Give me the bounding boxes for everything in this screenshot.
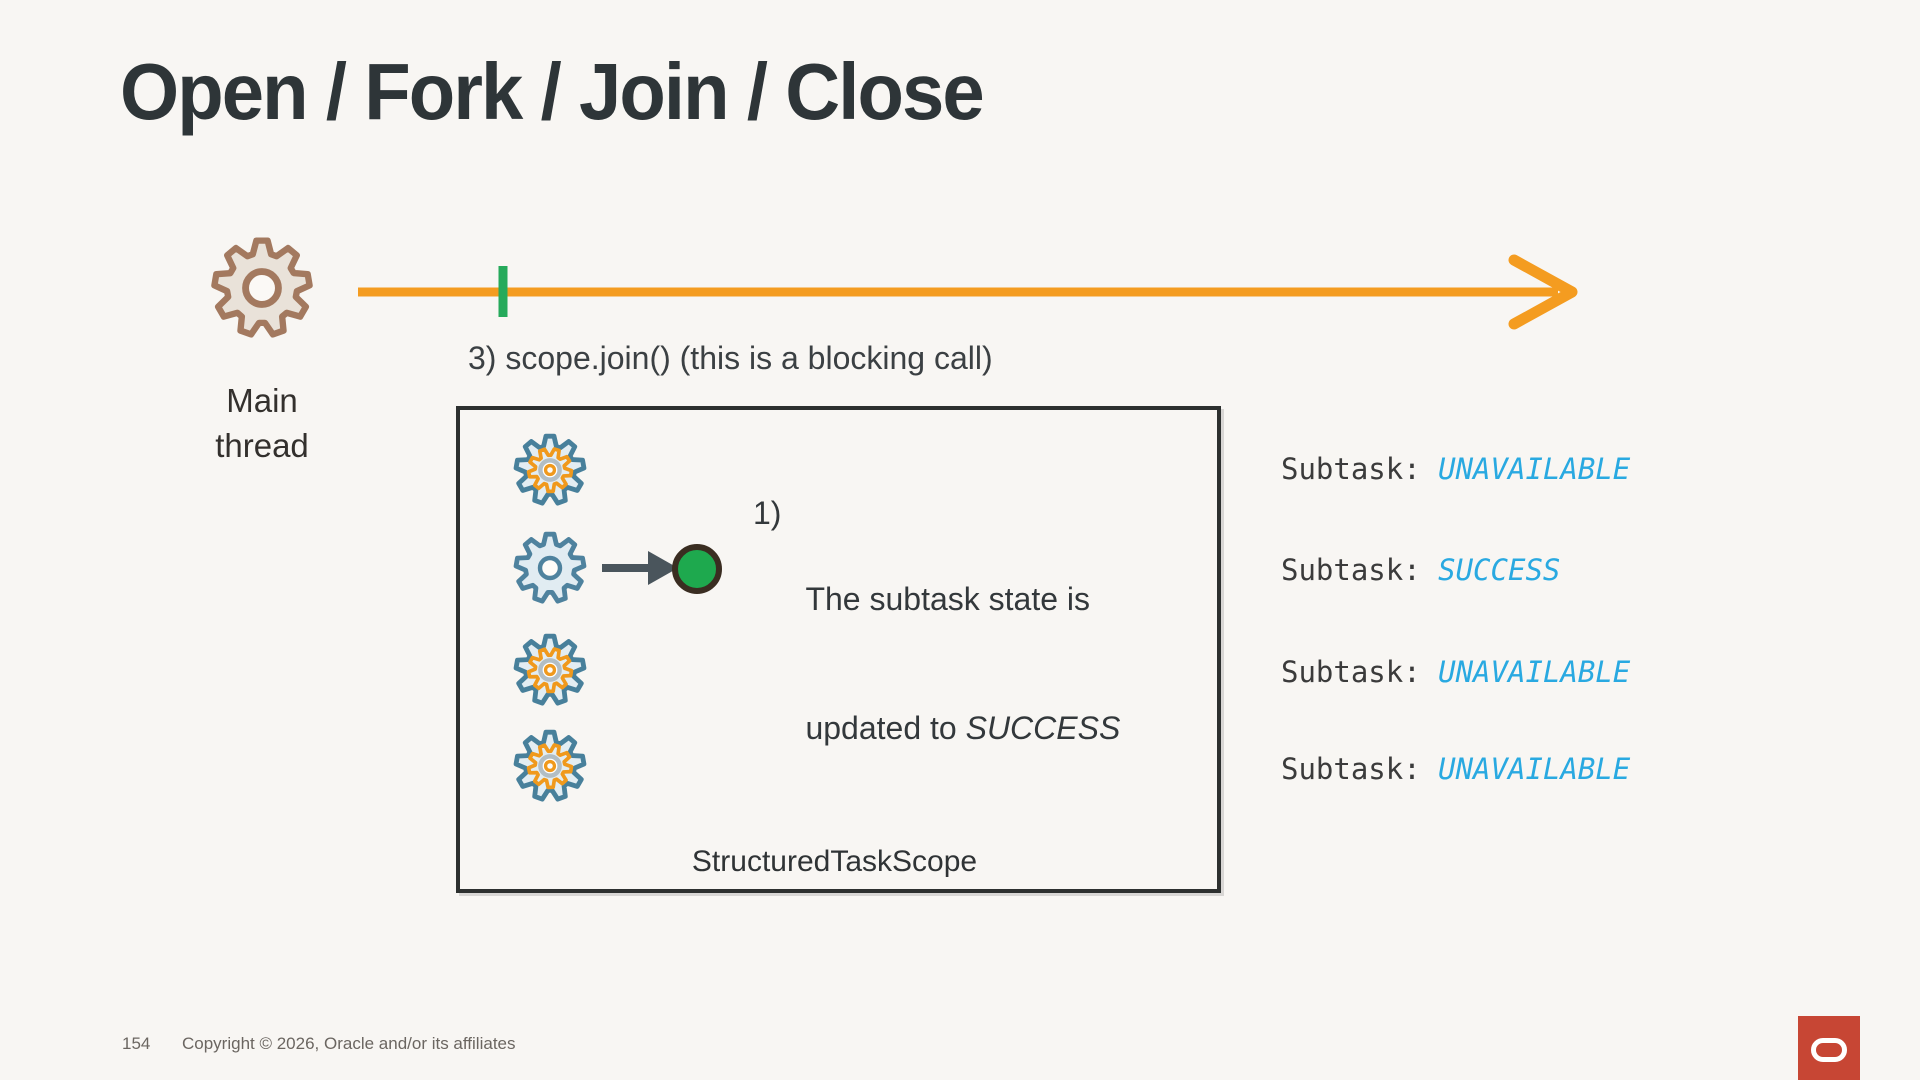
note-line2-prefix: updated to: [805, 710, 966, 746]
subtask-status-row: Subtask: UNAVAILABLE: [1281, 752, 1630, 786]
main-thread-label: Main thread: [152, 378, 372, 468]
inner-gear: [526, 647, 574, 694]
gear-hole: [537, 555, 563, 581]
subtask-status-row: Subtask: SUCCESS: [1281, 553, 1560, 587]
subtask-prefix: Subtask:: [1281, 553, 1439, 587]
subtask-status-row: Subtask: UNAVAILABLE: [1281, 452, 1630, 486]
oracle-logo-ring: [1811, 1038, 1847, 1062]
footer-page-number: 154: [122, 1034, 151, 1053]
timeline-arrowhead-icon: [1508, 254, 1578, 330]
inner-gear: [526, 447, 574, 494]
page-title: Open / Fork / Join / Close: [120, 47, 985, 136]
subtask-status: UNAVAILABLE: [1438, 452, 1631, 486]
subtask-prefix: Subtask:: [1281, 655, 1439, 689]
gear-hole: [543, 663, 557, 677]
main-thread-label-line1: Main: [226, 382, 298, 419]
note-lines: The subtask state is updated to SUCCESS: [805, 492, 1120, 836]
footer-copyright: Copyright © 2026, Oracle and/or its affi…: [182, 1034, 516, 1053]
subtask-status: UNAVAILABLE: [1438, 752, 1631, 786]
subtask-busy-gear-icon: [513, 633, 587, 706]
subtask-busy-gear-icon: [513, 433, 587, 506]
success-result-dot-icon: [672, 544, 722, 594]
gear-hole: [543, 759, 557, 773]
subtask-status: SUCCESS: [1438, 553, 1561, 587]
scope-box-label: StructuredTaskScope: [691, 845, 978, 878]
subtask-status: UNAVAILABLE: [1438, 655, 1631, 689]
note-line2-emphasis: SUCCESS: [965, 710, 1121, 746]
result-arrow-icon: [602, 551, 678, 585]
note-number: 1): [753, 495, 782, 531]
timeline-arrow-icon: [358, 254, 1578, 330]
note-line1: The subtask state is: [805, 581, 1091, 617]
oracle-logo-icon: [1798, 1016, 1860, 1080]
gear-hole: [242, 268, 282, 308]
subtask-status-row: Subtask: UNAVAILABLE: [1281, 655, 1630, 689]
subtask-done-gear-icon: [513, 531, 587, 604]
inner-gear: [526, 743, 574, 790]
main-thread-label-line2: thread: [215, 427, 309, 464]
scope-box: [456, 406, 1221, 893]
subtask-note: 1) The subtask state is updated to SUCCE…: [753, 492, 1120, 836]
subtask-prefix: Subtask:: [1281, 752, 1439, 786]
main-thread-gear-icon: [211, 237, 313, 338]
note-line2: updated to SUCCESS: [805, 707, 1120, 750]
gear-hole: [543, 463, 557, 477]
subtask-busy-gear-icon: [513, 729, 587, 802]
result-arrowhead: [648, 551, 678, 585]
subtask-prefix: Subtask:: [1281, 452, 1439, 486]
join-call-label: 3) scope.join() (this is a blocking call…: [468, 340, 993, 376]
